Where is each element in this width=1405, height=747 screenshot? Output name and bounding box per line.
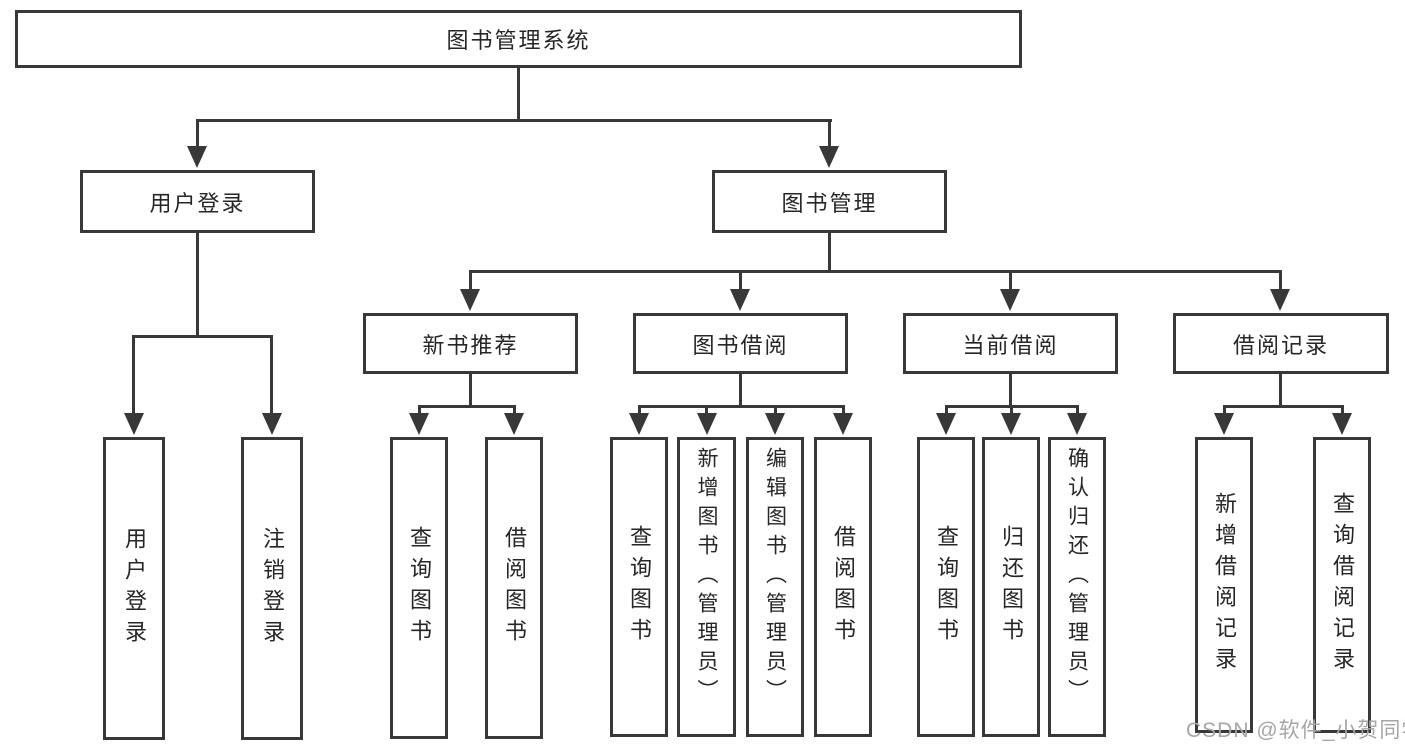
leaf-query-books-borrow: 查询图书 — [610, 437, 668, 737]
node-root: 图书管理系统 — [15, 10, 1022, 68]
leaf-add-borrow-record: 新增借阅记录 — [1195, 437, 1253, 733]
arrowhead-down — [730, 289, 750, 311]
connector-branch-stem — [1279, 374, 1282, 407]
connector-leaf-drop — [418, 405, 421, 415]
connector-leaf-drop — [774, 405, 777, 415]
connector-leaf-drop — [945, 405, 948, 415]
node-root-label: 图书管理系统 — [446, 28, 591, 53]
leaf-query-books-recommend: 查询图书 — [390, 437, 448, 739]
connector-leaf-drop — [705, 405, 708, 415]
leaf-user-login-label: 用户登录 — [122, 526, 147, 651]
arrowhead-down — [1332, 413, 1352, 435]
leaf-confirm-return-admin: 确认归还（管理员） — [1048, 437, 1106, 737]
arrowhead-down — [187, 146, 207, 168]
leaf-add-book-admin-label: 新增图书（管理员） — [695, 447, 718, 708]
leaf-borrow-books: 借阅图书 — [814, 437, 872, 737]
leaf-confirm-return-admin-label: 确认归还（管理员） — [1065, 447, 1089, 708]
leaf-edit-book-admin-label: 编辑图书（管理员） — [763, 447, 787, 708]
leaf-edit-book-admin: 编辑图书（管理员） — [746, 437, 804, 737]
connector-branch-bus — [418, 405, 516, 408]
connector-leaf-drop — [638, 405, 641, 415]
arrowhead-down — [1270, 289, 1290, 311]
node-new-book-recommend-label: 新书推荐 — [422, 332, 519, 358]
connector-leaf-drop — [842, 405, 845, 415]
node-book-borrow: 图书借阅 — [633, 313, 848, 374]
arrowhead-down — [1214, 413, 1234, 435]
connector-branch-bus — [638, 405, 844, 408]
arrowhead-down — [124, 413, 144, 435]
node-borrow-records: 借阅记录 — [1173, 313, 1389, 374]
arrowhead-down — [460, 289, 480, 311]
connector-leaf-drop — [1341, 405, 1344, 415]
leaf-add-book-admin: 新增图书（管理员） — [677, 437, 736, 737]
arrowhead-down — [765, 413, 785, 435]
leaf-add-borrow-record-label: 新增借阅记录 — [1212, 492, 1237, 678]
connector-branch-drop — [469, 270, 472, 291]
connector-book-mgmt-drop — [828, 119, 831, 148]
leaf-query-books-recommend-label: 查询图书 — [407, 526, 432, 650]
leaf-borrow-books-recommend-label: 借阅图书 — [502, 526, 527, 650]
arrowhead-down — [504, 413, 524, 435]
connector-leaf-drop — [513, 405, 516, 415]
connector-user-login-drop — [196, 119, 199, 148]
arrowhead-down — [936, 413, 956, 435]
csdn-watermark: CSDN @软件_小贺同学 — [1186, 719, 1405, 742]
connector-user-login-bus — [133, 335, 273, 338]
connector-leaf-drop — [1076, 405, 1079, 415]
arrowhead-down — [629, 413, 649, 435]
arrowhead-down — [697, 413, 717, 435]
connector-leaf-drop — [1010, 405, 1013, 415]
leaf-query-borrow-record: 查询借阅记录 — [1313, 437, 1371, 733]
leaf-query-books-current-label: 查询图书 — [934, 525, 959, 649]
arrowhead-down — [262, 413, 282, 435]
arrowhead-down — [833, 413, 853, 435]
leaf-logout-label: 注销登录 — [260, 526, 285, 651]
connector-leaf-drop — [270, 335, 273, 415]
leaf-query-borrow-record-label: 查询借阅记录 — [1330, 492, 1355, 678]
leaf-user-login: 用户登录 — [103, 437, 165, 740]
connector-root-stem — [517, 68, 520, 121]
node-user-login-label: 用户登录 — [149, 190, 246, 216]
connector-branch-stem — [469, 374, 472, 407]
node-current-borrow: 当前借阅 — [903, 313, 1118, 374]
node-book-borrow-label: 图书借阅 — [692, 332, 789, 358]
arrowhead-down — [409, 413, 429, 435]
connector-branch-drop — [1279, 270, 1282, 291]
leaf-borrow-books-label: 借阅图书 — [831, 525, 856, 649]
node-user-login: 用户登录 — [80, 170, 315, 233]
leaf-borrow-books-recommend: 借阅图书 — [485, 437, 543, 739]
connector-book-mgmt-bus — [469, 270, 1282, 273]
arrowhead-down — [1067, 413, 1087, 435]
leaf-return-book: 归还图书 — [982, 437, 1040, 737]
node-borrow-records-label: 借阅记录 — [1232, 332, 1329, 358]
node-new-book-recommend: 新书推荐 — [363, 313, 578, 374]
connector-branch-stem — [739, 374, 742, 407]
arrowhead-down — [819, 146, 839, 168]
leaf-return-book-label: 归还图书 — [999, 525, 1024, 649]
leaf-query-books-current: 查询图书 — [917, 437, 975, 737]
connector-user-login-stem — [196, 233, 199, 337]
leaf-query-books-borrow-label: 查询图书 — [627, 525, 652, 649]
node-book-management: 图书管理 — [712, 170, 947, 233]
connector-branch-drop — [1009, 270, 1012, 291]
arrowhead-down — [1000, 289, 1020, 311]
connector-branch-stem — [1009, 374, 1012, 407]
leaf-logout: 注销登录 — [241, 437, 303, 740]
connector-root-bus — [196, 119, 832, 122]
node-current-borrow-label: 当前借阅 — [962, 332, 1059, 358]
connector-branch-drop — [739, 270, 742, 291]
connector-leaf-drop — [132, 335, 135, 415]
node-book-management-label: 图书管理 — [781, 190, 878, 216]
connector-book-mgmt-stem — [828, 233, 831, 272]
connector-leaf-drop — [1223, 405, 1226, 415]
connector-branch-bus — [1223, 405, 1343, 408]
arrowhead-down — [1001, 413, 1021, 435]
